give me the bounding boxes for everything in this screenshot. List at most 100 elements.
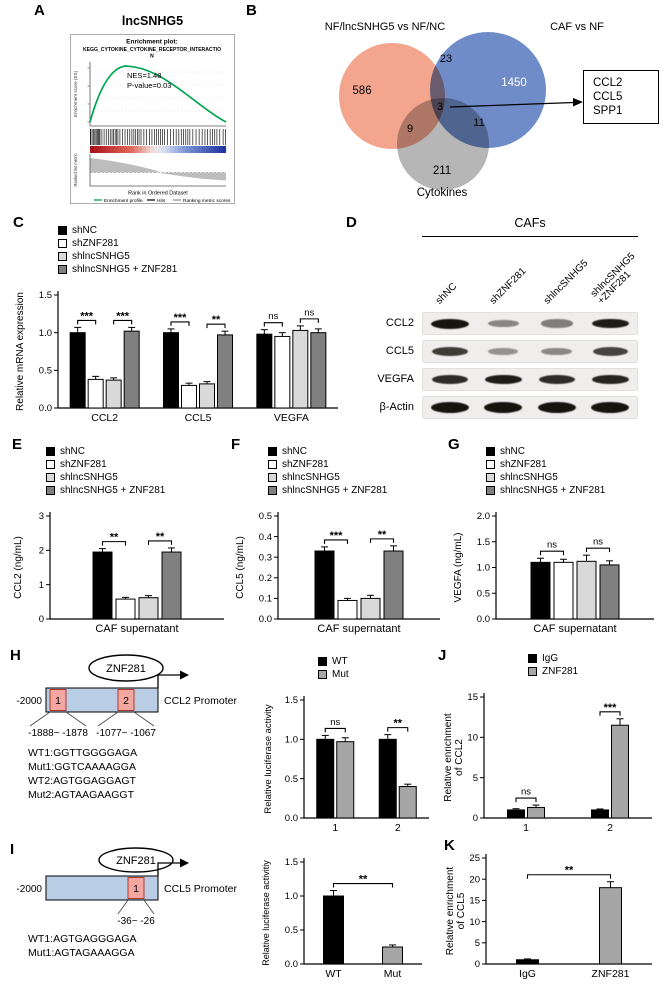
protein-band (591, 318, 629, 329)
legend-item: shlncSNHG5 + ZNF281 (268, 484, 446, 497)
legend-swatch (486, 486, 495, 495)
legend-item: shNC (268, 445, 446, 458)
y-tick-label: 0.5 (477, 588, 490, 599)
rank-gradient-segment (154, 146, 159, 153)
legend-item: shlncSNHG5 (58, 250, 344, 263)
gene-ccl2: CCL2 (593, 77, 623, 89)
legend-label: shlncSNHG5 + ZNF281 (72, 264, 178, 275)
enrichment-score-curve (89, 65, 227, 123)
legend-label: Mut (332, 669, 349, 680)
y-tick-label: 0 (473, 813, 478, 824)
site-1-number: 1 (55, 695, 61, 707)
y-tick-label: 1.0 (285, 891, 298, 902)
rank-gradient-segment (142, 146, 147, 153)
bar (591, 809, 609, 819)
y-tick-label: 0.0 (39, 403, 52, 414)
legend-swatch (486, 460, 495, 469)
y-axis-title: Relative enrichment (444, 713, 454, 802)
legend-swatch (318, 670, 327, 679)
blot-title: CAFs (514, 216, 546, 230)
blot-lane (423, 313, 477, 334)
bar (337, 599, 358, 620)
legend-item: shZNF281 (58, 237, 344, 250)
legend-swatch (46, 473, 55, 482)
binding-site-1 (127, 877, 145, 899)
y-tick-label: 1.0 (39, 328, 52, 339)
rank-gradient-segment (98, 146, 103, 153)
legend-item: shlncSNHG5 + ZNF281 (486, 484, 660, 497)
sequence-line: Mut1:AGTAGAAAGGA (28, 947, 135, 959)
sig-bracket (585, 547, 611, 553)
binding-site-2 (117, 689, 135, 711)
legend-item: shNC (58, 224, 344, 237)
blot-lane (423, 397, 477, 418)
rank-gradient-segment (214, 146, 219, 153)
protein-band (592, 346, 628, 357)
legend-swatch (58, 226, 67, 235)
sig-label: ** (359, 874, 368, 886)
rank-gradient-segment (90, 146, 95, 153)
y-tick-label: 3 (39, 511, 44, 522)
tss-arrow-line (157, 862, 180, 876)
bar (217, 334, 233, 409)
y-tick-label: 0.3 (259, 552, 272, 563)
sig-label: ** (378, 529, 387, 541)
rank-gradient-segment (210, 146, 215, 153)
rank-gradient-segment (166, 146, 171, 153)
category-label: CAF supernatant (95, 623, 178, 635)
rank-gradient-segment (122, 146, 127, 153)
bar (323, 895, 344, 965)
category-label: Mut (384, 968, 402, 980)
venn-count-set1-set3: 9 (407, 123, 413, 135)
bar (274, 335, 291, 409)
legend-label: shlncSNHG5 + ZNF281 (500, 485, 606, 496)
y-tick-label: 0.1 (259, 594, 272, 605)
rank-gradient-segment (174, 146, 179, 153)
legend-item: shNC (486, 445, 660, 458)
sig-bracket (77, 319, 97, 325)
sequence-line: WT2:AGTGGAGGAGT (28, 775, 137, 787)
rank-gradient-segment (162, 146, 167, 153)
bar (256, 333, 273, 409)
y-axis-title: CCL2 (ng/mL) (13, 536, 24, 599)
sig-label: ns (521, 787, 531, 798)
upstream-position: -2000 (16, 884, 42, 895)
venn-set3-label: Cytokines (417, 187, 468, 199)
panel-g-label: G (448, 436, 460, 453)
rank-gradient-segment (222, 146, 227, 153)
znf281-oval (88, 654, 164, 682)
sig-bracket (369, 538, 395, 543)
legend-label: shNC (72, 225, 98, 236)
site-2-number: 2 (123, 695, 129, 707)
bar (199, 383, 215, 409)
bar (382, 946, 403, 965)
venn-set3-circle (397, 98, 489, 190)
bar (69, 332, 86, 409)
sig-label: *** (80, 310, 94, 322)
panel-a-title: lncSNHG5 (121, 14, 184, 28)
bar (314, 550, 335, 620)
venn-arrow-line (449, 101, 575, 108)
y-axis-title: of CCL2 (454, 739, 465, 776)
legend-label: shlncSNHG5 + ZNF281 (60, 485, 166, 496)
blot-lane (584, 341, 638, 362)
bar (553, 561, 574, 620)
rank-gradient-segment (110, 146, 115, 153)
sequence-line: WT1:GGTTGGGGAGA (28, 747, 137, 759)
legend-label: shNC (60, 446, 86, 457)
legend-item: WT (318, 655, 435, 668)
rank-gradient-segment (194, 146, 199, 153)
y-axis-title: Relative enrichment (446, 867, 456, 956)
rank-gradient-segment (202, 146, 207, 153)
venn-diagram: NF/lncSNHG5 vs NF/NC CAF vs NF 586 23 14… (325, 21, 604, 199)
panel-i-label: I (10, 841, 15, 858)
